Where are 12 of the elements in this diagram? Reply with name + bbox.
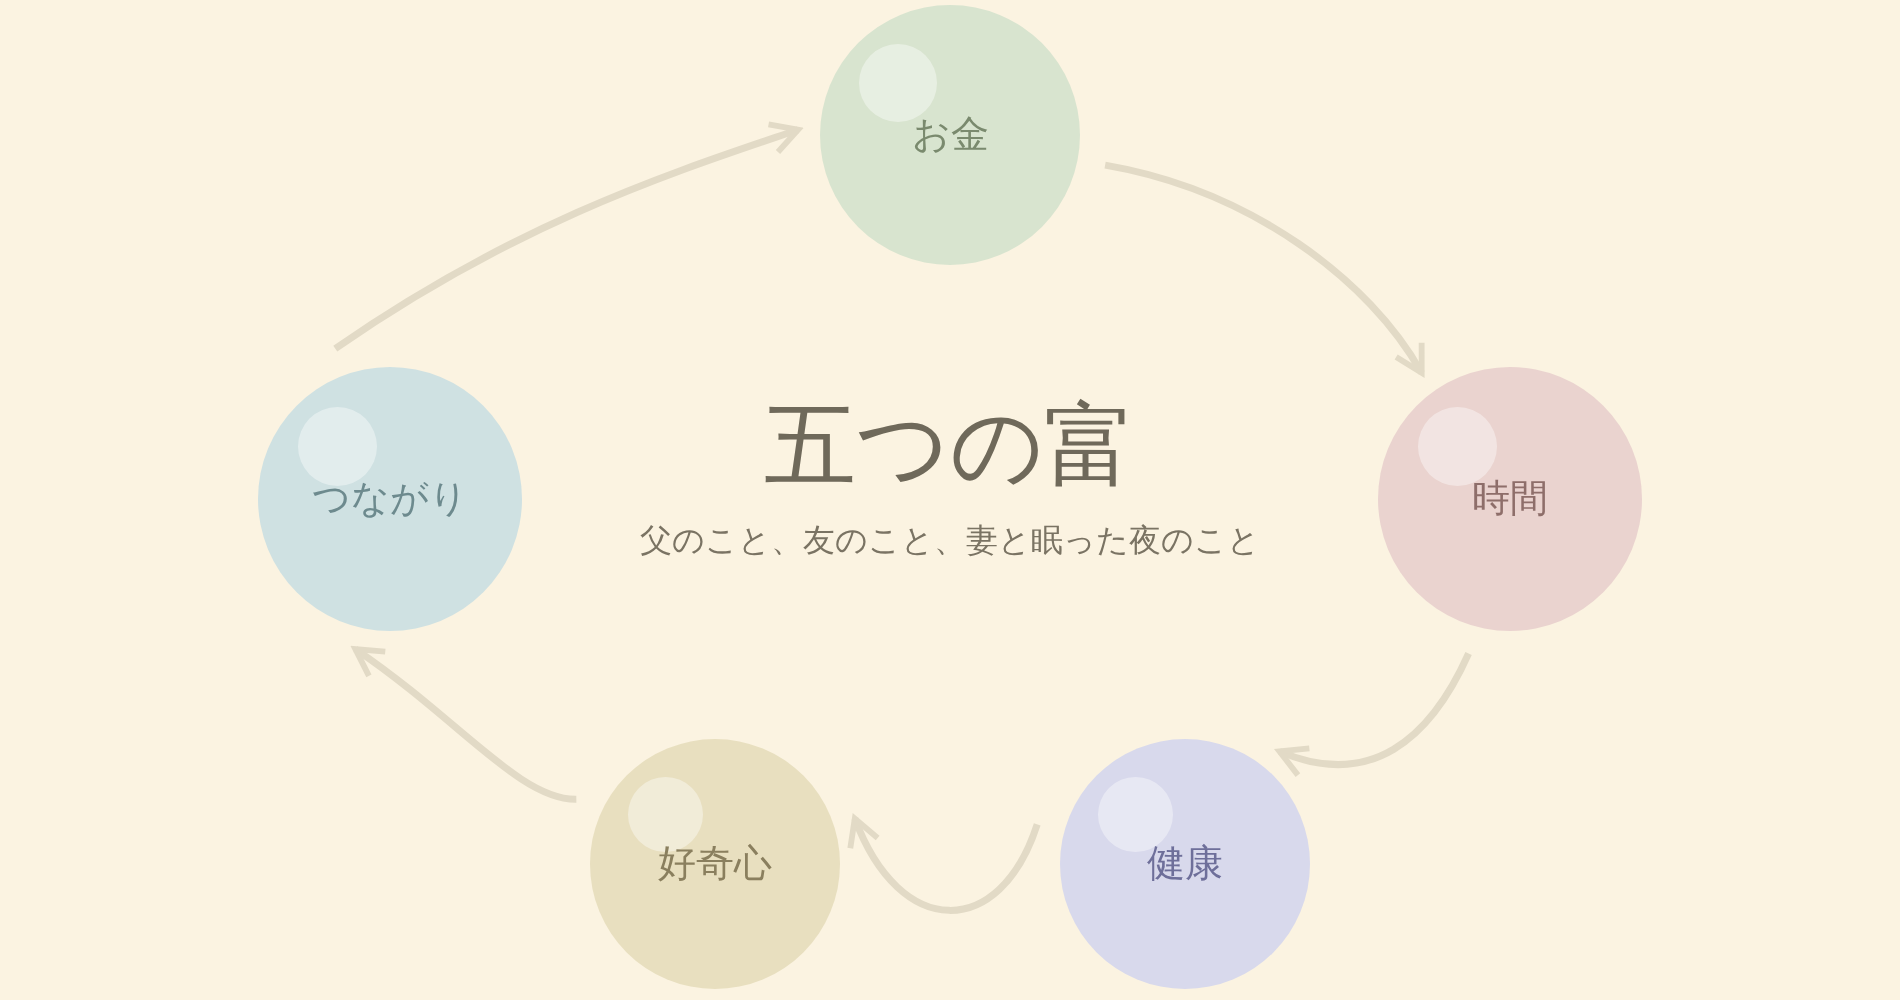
node-label: 健康 — [1147, 840, 1223, 888]
curved-arrow — [352, 646, 577, 803]
node-label: つながり — [312, 475, 468, 523]
title: 五つの富 — [764, 400, 1136, 492]
curved-arrow — [1276, 652, 1472, 777]
node-label: 時間 — [1472, 475, 1548, 523]
curved-arrow — [849, 815, 1041, 914]
node-label: 好奇心 — [658, 840, 772, 888]
curved-arrow — [333, 121, 801, 352]
node-label: お金 — [911, 111, 989, 159]
subtitle: 父のこと、友のこと、妻と眠った夜のこと — [640, 520, 1260, 561]
curved-arrow — [1104, 161, 1425, 376]
